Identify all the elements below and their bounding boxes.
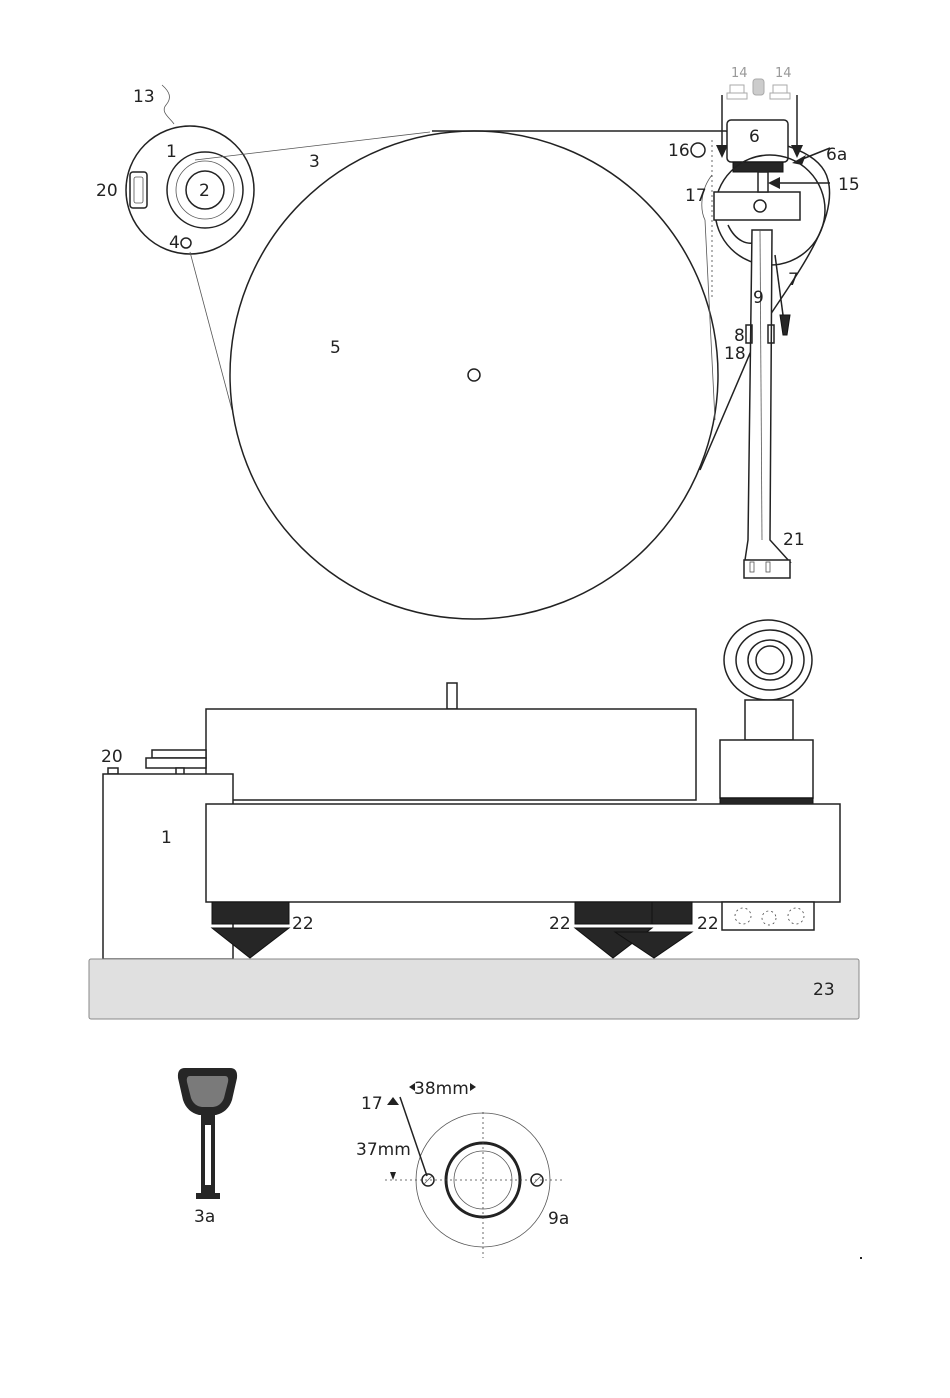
motor-housing (126, 126, 254, 254)
arrow-38-right (470, 1083, 476, 1091)
vta-post (758, 172, 768, 192)
plinth-side (206, 804, 840, 902)
arm-side-pivot (756, 646, 784, 674)
spindle (468, 369, 480, 381)
arm-side-post (745, 700, 793, 740)
label-16: 16 (668, 141, 690, 161)
label-15: 15 (838, 175, 860, 195)
leader-15-arrow (768, 177, 780, 189)
stray-mark (860, 1257, 862, 1259)
label-22-middle: 22 (549, 914, 571, 934)
rear-connector-box (722, 902, 814, 930)
label-8: 8 (734, 326, 745, 346)
arm-side-base (720, 740, 813, 798)
label-7: 7 (788, 270, 799, 290)
foot-middle-body (575, 902, 652, 924)
label-17-top: 17 (685, 186, 707, 206)
power-switch-inner (134, 177, 143, 203)
arrow-37-down (390, 1172, 396, 1180)
label-3a: 3a (194, 1207, 215, 1227)
foot-right-body (652, 902, 692, 924)
label-20-side: 20 (101, 747, 123, 767)
base-plate (89, 959, 859, 1019)
label-22-right: 22 (697, 914, 719, 934)
label-1-top: 1 (166, 142, 177, 162)
label-14-left: 14 (731, 66, 748, 81)
template-ring (446, 1143, 520, 1217)
arm-left-outline (702, 175, 715, 420)
label-6: 6 (749, 127, 760, 147)
template-screw-right-slot (533, 1176, 541, 1184)
tool-tip (196, 1193, 220, 1199)
arrow-17-up (387, 1097, 399, 1105)
connector-center (753, 79, 764, 95)
pulley-bottom-side (146, 758, 206, 768)
label-17-bottom: 17 (361, 1094, 383, 1114)
tool-shaft-slot (205, 1125, 211, 1185)
label-3: 3 (309, 152, 320, 172)
connector-pin-right-base (770, 93, 790, 99)
connector-pin-left-base (727, 93, 747, 99)
motor-screw (181, 238, 191, 248)
template-arm-line (400, 1097, 427, 1176)
arrow-left-head (716, 145, 728, 158)
arm-bearing-block (714, 192, 800, 220)
tool-detail: 3a (178, 1068, 237, 1227)
platter-side (206, 709, 696, 800)
mounting-template-detail: 17 38mm 37mm 9a (356, 1079, 569, 1258)
label-5: 5 (330, 338, 341, 358)
label-1-side: 1 (161, 828, 172, 848)
foot-left-body (212, 902, 289, 924)
platter (230, 131, 718, 619)
template-inner (454, 1151, 512, 1209)
connector-pin-right (773, 85, 787, 93)
headshell (744, 560, 790, 578)
leader-13 (162, 85, 174, 124)
label-13: 13 (133, 87, 155, 107)
label-9a: 9a (548, 1209, 569, 1229)
label-9: 9 (753, 288, 764, 308)
label-23: 23 (813, 980, 835, 1000)
label-22-left: 22 (292, 914, 314, 934)
top-view: 13 1 20 2 4 3 5 14 14 6 6a 16 15 17 7 9 … (96, 66, 860, 619)
label-20-top: 20 (96, 181, 118, 201)
label-6a: 6a (826, 145, 847, 165)
label-21: 21 (783, 530, 805, 550)
pulley-top-side (152, 750, 206, 758)
arm-side-spiral-mid (736, 630, 804, 690)
connector-pin-left (730, 85, 744, 93)
side-view: 20 1 22 22 22 23 (89, 620, 859, 1019)
spindle-side (447, 683, 457, 709)
label-38mm: 38mm (414, 1079, 469, 1099)
arm-side-spiral-outer (724, 620, 812, 700)
anti-skating-knob (691, 143, 705, 157)
label-2: 2 (199, 181, 210, 201)
label-18: 18 (724, 344, 746, 364)
label-4: 4 (169, 233, 180, 253)
tonearm-tube (745, 230, 790, 562)
label-37mm: 37mm (356, 1140, 411, 1160)
label-14-right: 14 (775, 66, 792, 81)
arm-lift-handle (780, 315, 790, 335)
switch-side (108, 768, 118, 774)
arm-side-ring (720, 798, 813, 804)
belt-bottom (190, 252, 232, 410)
